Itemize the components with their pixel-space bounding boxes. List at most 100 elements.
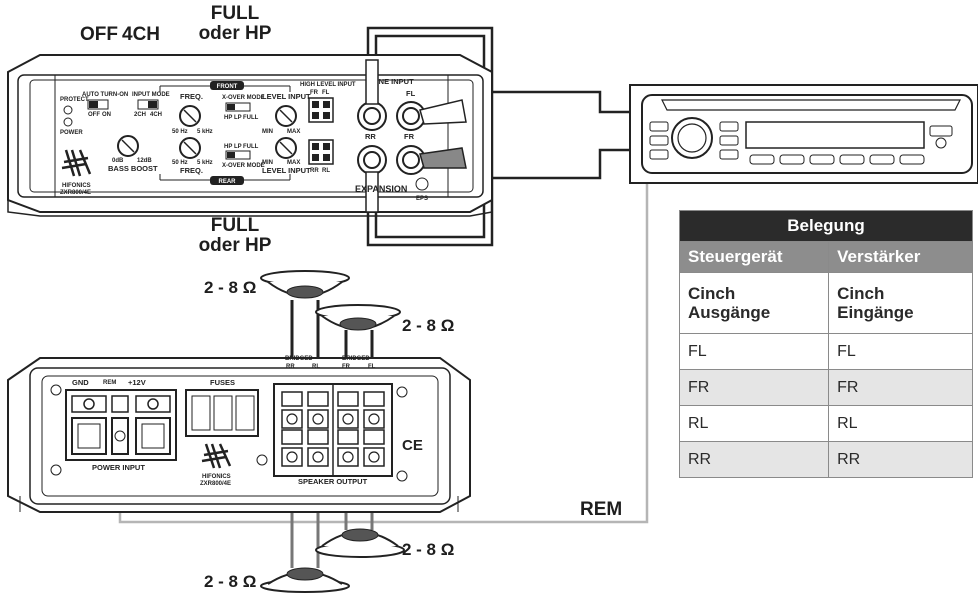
- min-rear: MIN: [262, 160, 273, 166]
- table-cell: FL: [828, 333, 973, 370]
- table-cell: FR: [678, 369, 830, 406]
- line-fl-label: FL: [406, 89, 416, 98]
- rca-plug-rr: [365, 171, 379, 213]
- speaker-3-impedance: 2 - 8 Ω: [402, 540, 455, 559]
- fuse-3[interactable]: [235, 395, 255, 431]
- rem-screw[interactable]: [114, 430, 126, 442]
- plus12v-screw[interactable]: [147, 398, 159, 410]
- head-unit-display: [745, 121, 925, 149]
- rca-fr-jack[interactable]: [396, 145, 426, 175]
- line-fr-label: FR: [404, 132, 415, 141]
- rca-rr-jack[interactable]: [357, 145, 387, 175]
- auto-off-label: OFF: [88, 112, 100, 118]
- rca-plug-fr: [419, 99, 467, 125]
- speaker-2: [315, 304, 401, 331]
- fuse-2[interactable]: [213, 395, 233, 431]
- full-top-line1: FULL: [210, 3, 260, 24]
- speaker-3: [315, 528, 405, 558]
- out-rl-label: RL: [312, 364, 320, 370]
- 4ch-callout: 4CH: [122, 24, 161, 45]
- table-col2-header: Verstärker: [828, 241, 973, 273]
- auto-turn-on-label: AUTO TURN-ON: [82, 92, 128, 98]
- fuses-label: FUSES: [210, 378, 235, 387]
- rca-rl-jack[interactable]: [357, 101, 387, 131]
- out-fr-label: FR: [342, 364, 351, 370]
- khz5-front: 5 kHz: [197, 129, 213, 135]
- hl-rl-label: RL: [322, 168, 330, 174]
- input-2ch-label: 2CH: [134, 112, 146, 118]
- full-mid-line1: FULL: [210, 215, 260, 236]
- xover-front-switch[interactable]: [225, 102, 251, 112]
- max-front: MAX: [287, 129, 300, 135]
- speaker-1: [260, 270, 350, 299]
- table-cell: FL: [678, 333, 830, 370]
- auto-on-label: ON: [102, 112, 111, 118]
- xover-rear-switch[interactable]: [225, 150, 251, 160]
- xover-front-full: FULL: [243, 115, 259, 121]
- expansion-label: EXPANSION: [355, 184, 407, 194]
- min-front: MIN: [262, 129, 273, 135]
- table-cinch-out: Cinch Ausgänge: [678, 272, 830, 334]
- freq-rear-label: FREQ.: [180, 166, 203, 175]
- xover-front-label: X-OVER MODE: [222, 95, 265, 101]
- hifonics-logo: HIFONICS ZXR800/4E: [60, 149, 92, 196]
- db0-label: 0dB: [112, 158, 124, 164]
- gnd-screw[interactable]: [83, 398, 95, 410]
- front-label: FRONT: [217, 84, 238, 90]
- line-input-label: LINE INPUT: [372, 77, 414, 86]
- level-front-label: LEVEL INPUT: [262, 92, 311, 101]
- out-fl-label: FL: [368, 364, 376, 370]
- out-rr-label: RR: [286, 364, 295, 370]
- gnd-label: GND: [72, 378, 89, 387]
- max-rear: MAX: [287, 160, 300, 166]
- rear-label: REAR: [218, 179, 236, 185]
- eps-icon: [415, 177, 429, 191]
- table-cell: RR: [678, 441, 830, 478]
- plus12v-label: +12V: [128, 378, 146, 387]
- top-amplifier: PROTECT POWER AUTO TURN-ON OFF ON INPUT …: [7, 54, 493, 217]
- table-cell: RL: [828, 405, 973, 442]
- power-led: [63, 117, 73, 127]
- freq-front-label: FREQ.: [180, 92, 203, 101]
- bottom-brand-text: HIFONICS: [202, 474, 231, 480]
- protect-led: [63, 105, 73, 115]
- xover-rear-full: FULL: [243, 144, 259, 150]
- db12-label: 12dB: [137, 158, 152, 164]
- full-top-line2: oder HP: [198, 23, 272, 44]
- bottom-model-text: ZXR800/4E: [200, 481, 231, 487]
- khz5-rear: 5 kHz: [197, 160, 213, 166]
- rca-plug-fl: [365, 59, 379, 105]
- table-cell: RL: [678, 405, 830, 442]
- xover-rear-label: X-OVER MODE: [222, 163, 265, 169]
- table-cinch-in: Cinch Eingänge: [828, 272, 973, 334]
- bridged-1-label: BRIDGED: [285, 356, 313, 362]
- power-label: POWER: [60, 130, 83, 136]
- rca-fl-jack[interactable]: [396, 101, 426, 131]
- bottom-amplifier: GND REM +12V POWER INPUT FUSES HIFONICS …: [7, 356, 471, 513]
- fuse-1[interactable]: [191, 395, 211, 431]
- input-mode-label: INPUT MODE: [132, 92, 170, 98]
- speaker-output-label: SPEAKER OUTPUT: [298, 477, 368, 486]
- input-4ch-label: 4CH: [150, 112, 162, 118]
- hl-rr-label: RR: [310, 168, 319, 174]
- full-mid-line2: oder HP: [198, 235, 272, 256]
- hz50-rear: 50 Hz: [172, 160, 188, 166]
- power-input-label: POWER INPUT: [92, 463, 145, 472]
- full-top-callout: FULL oder HP: [190, 4, 280, 44]
- speaker-2-impedance: 2 - 8 Ω: [402, 316, 455, 335]
- xover-rear-lp: LP: [234, 144, 242, 150]
- speaker-terminals[interactable]: [281, 391, 385, 467]
- head-unit: [629, 84, 978, 184]
- speaker-1-impedance: 2 - 8 Ω: [204, 278, 257, 297]
- speaker-4: [260, 567, 350, 593]
- level-rear-label: LEVEL INPUT: [262, 166, 311, 175]
- hl-fr-label: FR: [310, 90, 319, 96]
- hz50-front: 50 Hz: [172, 129, 188, 135]
- table-col1-header: Steuergerät: [678, 241, 830, 273]
- xover-front-lp: LP: [234, 115, 242, 121]
- pin-assignment-table: Belegung Steuergerät Verstärker Cinch Au…: [678, 210, 973, 478]
- rem-callout: REM: [580, 499, 623, 520]
- line-rr-label: RR: [365, 132, 376, 141]
- xover-front-hp: HP: [224, 115, 232, 121]
